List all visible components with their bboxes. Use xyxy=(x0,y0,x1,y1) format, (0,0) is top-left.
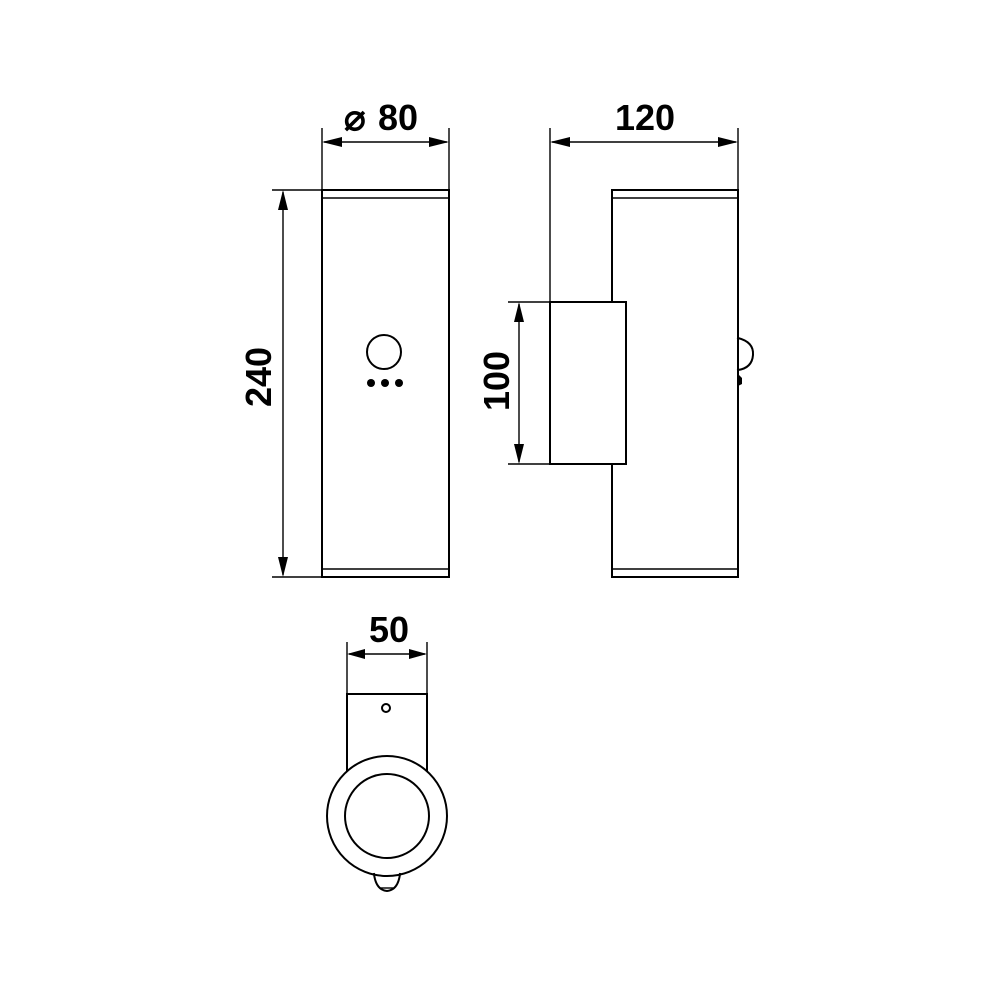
mount-height-value: 100 xyxy=(476,351,517,411)
side-sensor-bump xyxy=(736,336,755,372)
mount-screw-hole xyxy=(381,703,391,713)
dimension-mount-height: 100 xyxy=(476,301,550,465)
bottom-mount-plate xyxy=(346,693,428,773)
diameter-symbol: ⌀ xyxy=(344,97,366,138)
indicator-dot-3 xyxy=(395,379,403,387)
diameter-value: 80 xyxy=(378,97,418,138)
indicator-dot-2 xyxy=(381,379,389,387)
side-sensor-tab xyxy=(738,374,742,386)
dimension-diameter: ⌀ 80 xyxy=(321,97,450,190)
indicator-dot-1 xyxy=(367,379,375,387)
dimension-bottom-width: 50 xyxy=(346,609,428,694)
dimension-height: 240 xyxy=(238,189,322,578)
dimension-depth: 120 xyxy=(549,97,739,302)
side-body xyxy=(611,189,739,578)
depth-value: 120 xyxy=(615,97,675,138)
bottom-view xyxy=(326,693,448,893)
side-view xyxy=(549,189,755,578)
bottom-sensor-bump xyxy=(372,872,402,893)
motion-sensor-lens xyxy=(366,334,402,370)
bottom-inner-ring xyxy=(344,773,430,859)
height-value: 240 xyxy=(238,347,279,407)
wall-mount-bracket xyxy=(549,301,627,465)
bottom-width-value: 50 xyxy=(369,609,409,650)
front-view xyxy=(321,189,450,578)
front-body xyxy=(321,189,450,578)
